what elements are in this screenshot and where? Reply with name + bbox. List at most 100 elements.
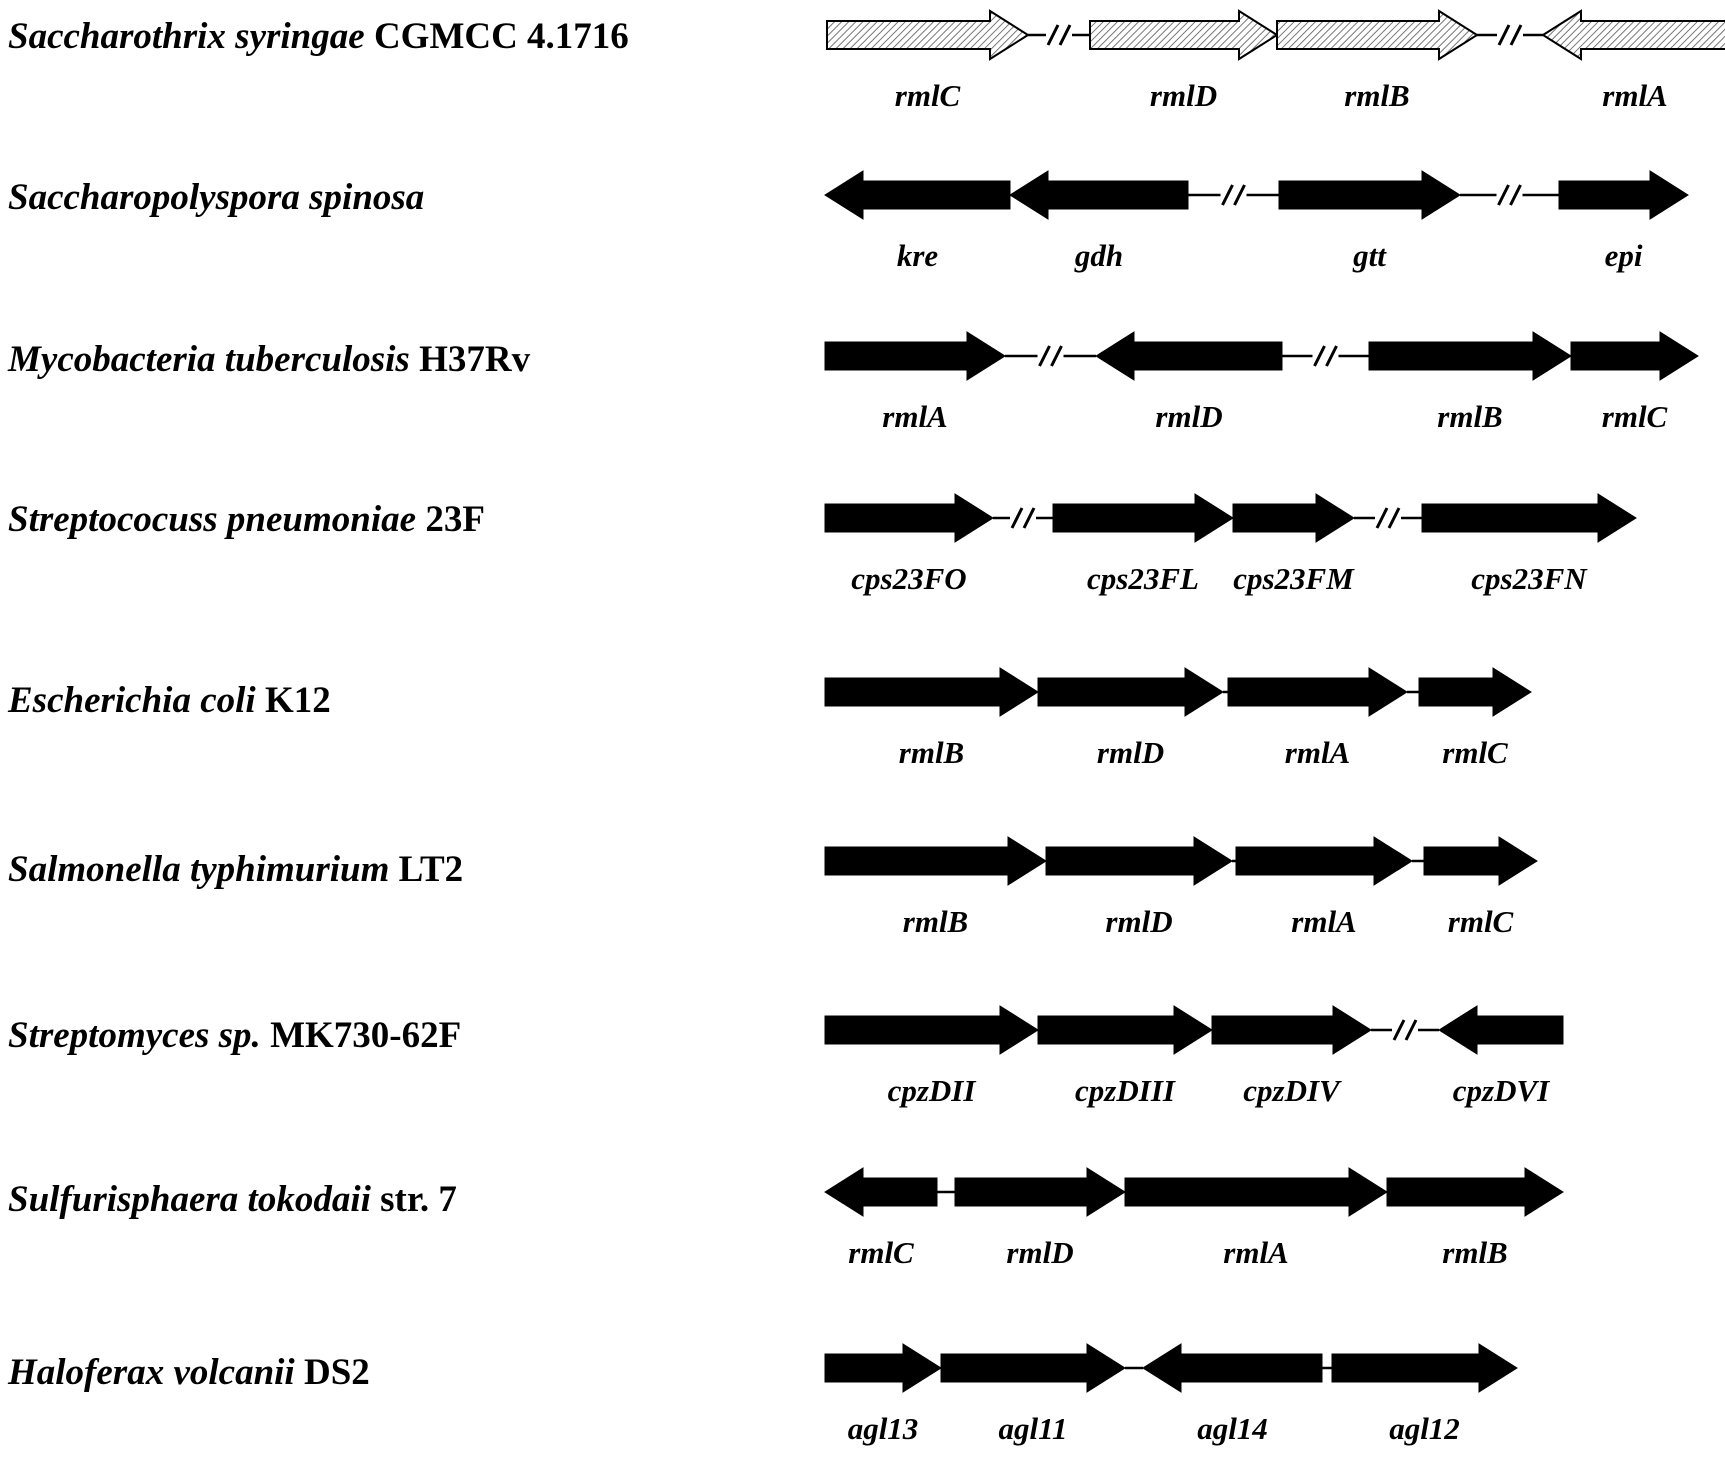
organism-species: Sulfurisphaera tokodaii — [8, 1179, 372, 1220]
gene-label-rmla: rmlA — [1223, 1235, 1288, 1270]
break-gap — [1037, 352, 1064, 360]
gene-label-cpzdiv: cpzDIV — [1243, 1073, 1342, 1108]
break-mark — [1050, 345, 1063, 367]
gene-arrow-rmlc — [824, 1167, 938, 1217]
gene-label-rmld: rmlD — [1155, 399, 1222, 434]
gene-label-gtt: gtt — [1352, 238, 1387, 273]
gene-label-rmlb: rmlB — [1442, 1235, 1507, 1270]
break-mark — [1022, 507, 1036, 529]
gene-label-rmlb: rmlB — [903, 904, 968, 939]
organism-label: Haloferax volcanii DS2 — [7, 1352, 370, 1393]
gene-arrow-agl13 — [824, 1343, 942, 1393]
organism-species: Salmonella typhimurium — [8, 849, 389, 890]
organism-strain: H37Rv — [410, 339, 531, 380]
gene-label-rmlb: rmlB — [1437, 399, 1502, 434]
gene-arrow-rmlc — [1418, 667, 1532, 717]
break-gap — [1312, 352, 1339, 360]
gene-label-cpzdvi: cpzDVI — [1453, 1073, 1550, 1108]
gene-label-cpzdii: cpzDII — [888, 1073, 977, 1108]
gene-label-rmla: rmlA — [1291, 904, 1356, 939]
gene-arrow-cpzdvi — [1438, 1005, 1564, 1055]
gene-arrow-cpzdii — [824, 1005, 1039, 1055]
gene-arrow-cps23fl — [1052, 493, 1234, 543]
break-gap — [1392, 1026, 1418, 1034]
organism-label: Saccharothrix syringae CGMCC 4.1716 — [8, 16, 629, 57]
organism-label: Saccharopolyspora spinosa — [8, 177, 424, 218]
organism-strain: K12 — [256, 680, 331, 721]
gene-label-rmlb: rmlB — [899, 735, 964, 770]
gene-arrow-rmla — [1227, 667, 1408, 717]
organism-strain: 23F — [416, 499, 485, 540]
break-mark — [1387, 507, 1401, 529]
organism-species: Escherichia coli — [7, 680, 256, 721]
break-mark — [1509, 184, 1522, 206]
organism-species: Haloferax volcanii — [7, 1352, 295, 1393]
break-gap — [1496, 191, 1523, 199]
organism-species: Streptomyces sp. — [8, 1015, 261, 1056]
gene-label-rmlc: rmlC — [1442, 735, 1508, 770]
gene-label-cps23fm: cps23FM — [1233, 561, 1355, 596]
gene-label-gdh: gdh — [1074, 238, 1123, 273]
organism-species: Saccharopolyspora spinosa — [8, 177, 424, 218]
gene-arrow-rmla — [824, 331, 1006, 381]
gene-label-cps23fn: cps23FN — [1471, 561, 1588, 596]
break-mark — [1233, 184, 1246, 206]
gene-arrow-agl12 — [1331, 1343, 1518, 1393]
gene-arrow-rmld — [954, 1167, 1126, 1217]
gene-arrow-agl14 — [1142, 1343, 1323, 1393]
gene-arrow-agl11 — [940, 1343, 1126, 1393]
gene-arrow-layer — [824, 9, 1725, 1393]
gene-arrow-cpzdiv — [1211, 1005, 1372, 1055]
gene-label-agl13: agl13 — [848, 1411, 919, 1446]
break-mark — [1375, 507, 1389, 529]
gene-arrow-cps23fo — [824, 493, 994, 543]
break-mark — [1313, 345, 1326, 367]
break-mark — [1325, 345, 1338, 367]
organism-label: Salmonella typhimurium LT2 — [8, 849, 463, 890]
break-gap — [1046, 31, 1072, 39]
gene-label-rmld: rmlD — [1097, 735, 1164, 770]
gene-label-rmld: rmlD — [1150, 78, 1217, 113]
gene-label-rmlc: rmlC — [1602, 399, 1668, 434]
organism-species: Saccharothrix syringae — [8, 16, 365, 57]
gene-arrow-epi — [1558, 170, 1689, 220]
organism-species: Streptococuss pneumoniae — [8, 499, 416, 540]
gene-arrow-gdh — [1009, 170, 1189, 220]
gene-label-cps23fl: cps23FL — [1087, 561, 1199, 596]
gene-label-cps23fo: cps23FO — [851, 561, 966, 596]
gene-label-agl14: agl14 — [1197, 1411, 1268, 1446]
organism-strain: DS2 — [295, 1352, 370, 1393]
gene-label-rmlb: rmlB — [1344, 78, 1409, 113]
gene-arrow-rmld — [1089, 9, 1279, 61]
organism-label: Mycobacteria tuberculosis H37Rv — [7, 339, 531, 380]
gene-label-agl11: agl11 — [999, 1411, 1068, 1446]
gene-arrow-kre — [824, 170, 1011, 220]
gene-arrow-rmld — [1037, 667, 1224, 717]
gene-arrow-rmlb — [824, 667, 1039, 717]
organism-label: Sulfurisphaera tokodaii str. 7 — [8, 1179, 457, 1220]
break-gap — [1220, 191, 1247, 199]
break-mark — [1046, 24, 1060, 46]
break-mark — [1497, 24, 1511, 46]
gene-label-rmla: rmlA — [1285, 735, 1350, 770]
organism-strain: LT2 — [389, 849, 463, 890]
organism-species: Mycobacteria tuberculosis — [7, 339, 410, 380]
gene-label-rmlc: rmlC — [1448, 904, 1514, 939]
gene-arrow-rmla — [1541, 9, 1725, 61]
break-mark — [1509, 24, 1523, 46]
gene-arrow-rmlc — [826, 9, 1030, 61]
gene-label-rmld: rmlD — [1006, 1235, 1073, 1270]
gene-arrow-rmld — [1045, 836, 1233, 886]
gene-label-rmla: rmlA — [1602, 78, 1667, 113]
gene-arrow-gtt — [1278, 170, 1461, 220]
gene-arrow-rmlc — [1570, 331, 1699, 381]
gene-arrow-rmla — [1235, 836, 1413, 886]
connector-layer — [937, 24, 1559, 1370]
gene-arrow-cps23fm — [1232, 493, 1355, 543]
gene-label-agl12: agl12 — [1389, 1411, 1460, 1446]
break-mark — [1010, 507, 1024, 529]
break-mark — [1392, 1019, 1406, 1041]
break-gap — [1010, 514, 1036, 522]
organism-label: Streptomyces sp. MK730-62F — [8, 1015, 461, 1056]
